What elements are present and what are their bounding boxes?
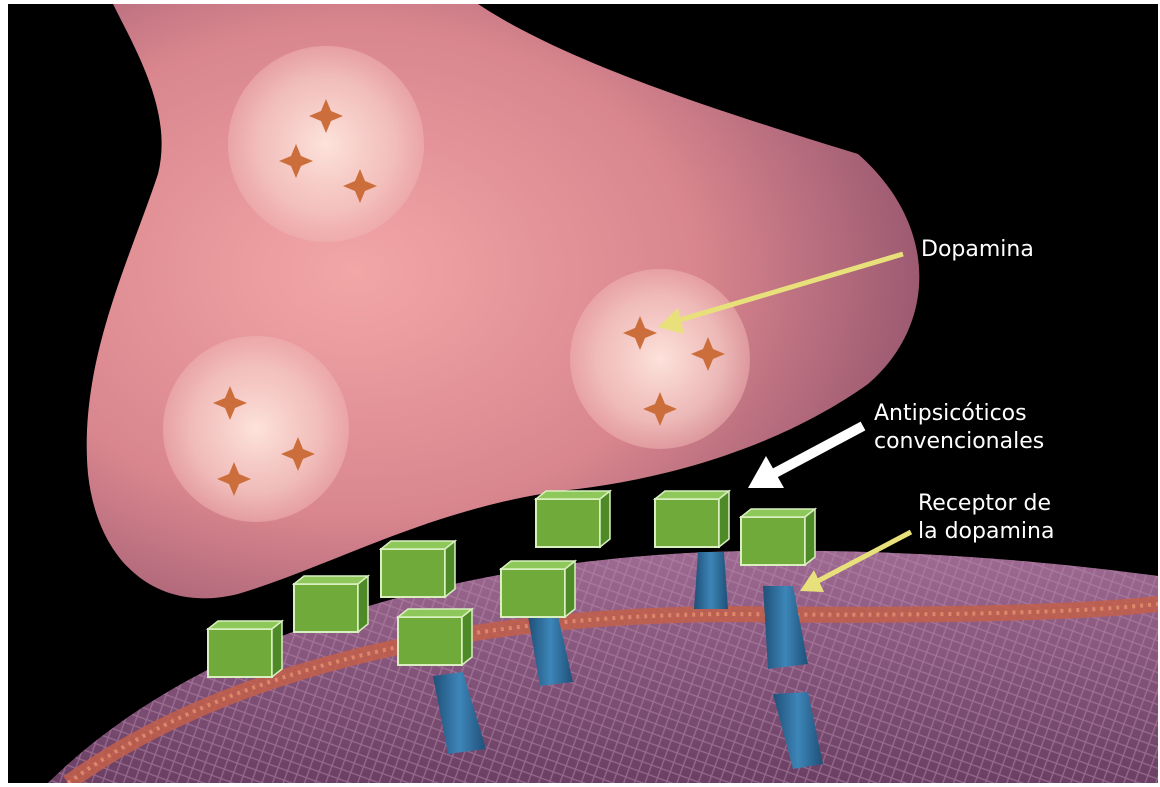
antipsychotic-block: [398, 609, 472, 665]
antipsychotic-block: [741, 509, 815, 565]
label-antipsychotics: Antipsicóticos convencionales: [874, 400, 1044, 456]
vesicle-top: [228, 46, 424, 242]
antipsychotic-block: [655, 491, 729, 547]
antipsychotic-block: [501, 561, 575, 617]
label-receptor-line2: la dopamina: [918, 518, 1054, 546]
synapse-illustration: Dopamina Antipsicóticos convencionales R…: [8, 4, 1158, 783]
label-antipsychotics-line1: Antipsicóticos: [874, 400, 1044, 428]
antipsychotic-block: [536, 491, 610, 547]
label-dopamine-text: Dopamina: [921, 236, 1034, 264]
receptor: [694, 552, 728, 609]
label-dopamine: Dopamina: [921, 236, 1034, 264]
label-antipsychotics-line2: convencionales: [874, 428, 1044, 456]
antipsychotic-block: [208, 621, 282, 677]
label-receptor-line1: Receptor de: [918, 490, 1054, 518]
synapse-artwork: [8, 4, 1158, 783]
antipsychotic-block: [381, 541, 455, 597]
label-receptor: Receptor de la dopamina: [918, 490, 1054, 546]
vesicle-left: [163, 336, 349, 522]
antipsychotic-block: [294, 576, 368, 632]
